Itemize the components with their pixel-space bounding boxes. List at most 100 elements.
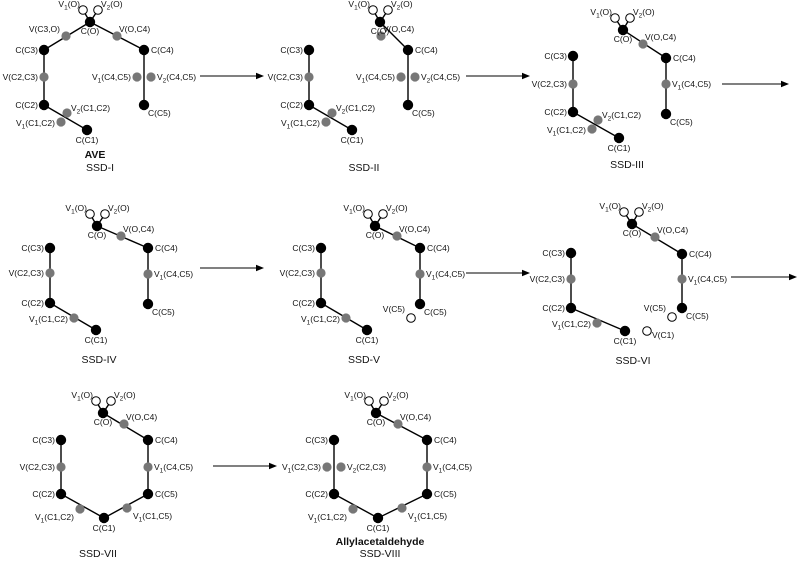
atom-label-c1: C(C1) <box>608 143 631 153</box>
lone-pair-point-v2o <box>379 396 389 406</box>
bond-valence-point-v1c1c2 <box>56 117 66 127</box>
bond-valence-point-vc2c3 <box>568 79 578 89</box>
atom-label-c3: C(C3) <box>21 243 44 253</box>
panel-title: SSD-V <box>348 354 380 366</box>
panel-ssd-7: V1(O)V2(O)V(O,C4)V(C2,C3)V1(C4,C5)V1(C1,… <box>20 390 194 560</box>
atom-point-c3 <box>328 434 340 446</box>
vpoint-label-vc5: V(C5) <box>644 303 666 313</box>
atom-label-o: C(O) <box>88 230 107 240</box>
bond-valence-point-voc4 <box>116 231 126 241</box>
bond-valence-point-v1c1c2 <box>587 124 597 134</box>
atom-label-c1: C(C1) <box>341 135 364 145</box>
vpoint-label-v1c4c5: V1(C4,C5) <box>356 72 395 85</box>
vpoint-label-v1o: V1(O) <box>58 0 80 12</box>
atom-label-c5: C(C5) <box>412 108 435 118</box>
atom-label-c1: C(C1) <box>76 135 99 145</box>
atom-point-c3 <box>315 242 327 254</box>
vpoint-label-v1c1c2: V1(C1,C2) <box>308 512 347 525</box>
atom-point-c4 <box>142 242 154 254</box>
arrow-7 <box>213 462 277 470</box>
vpoint-label-v1c1c2: V1(C1,C2) <box>547 125 586 138</box>
atom-label-c1: C(C1) <box>93 523 116 533</box>
atom-point-o <box>617 24 629 36</box>
atom-label-c2: C(C2) <box>21 298 44 308</box>
arrowhead <box>269 462 277 470</box>
panel-ssd-1: V1(O)V2(O)V(C3,O)V(O,C4)V(C2,C3)V1(C4,C5… <box>3 0 197 174</box>
arrow-6 <box>731 273 797 281</box>
vpoint-label-vc5: V(C5) <box>383 304 405 314</box>
vpoint-label-v1c4c5: V1(C4,C5) <box>92 72 131 85</box>
bond-valence-point-v2c4c5 <box>410 72 420 82</box>
atom-label-c5: C(C5) <box>152 307 175 317</box>
arrowhead <box>256 72 264 80</box>
atom-label-c4: C(C4) <box>673 53 696 63</box>
vpoint-label-v1o: V1(O) <box>590 7 612 20</box>
vpoint-label-v1c1c2: V1(C1,C2) <box>16 118 55 131</box>
panel-ssd-6: V1(O)V2(O)V(O,C4)V(C2,C3)V1(C4,C5)V1(C1,… <box>530 201 728 367</box>
vpoint-label-voc4: V(O,C4) <box>383 24 414 34</box>
vpoint-label-voc4: V(O,C4) <box>657 225 688 235</box>
atom-label-c3: C(C3) <box>292 243 315 253</box>
atom-label-c5: C(C5) <box>670 117 693 127</box>
atom-point-c4 <box>660 52 672 64</box>
bond-valence-point-voc4 <box>393 419 403 429</box>
panel-ssd-8: V1(O)V2(O)V(O,C4)V1(C2,C3)V2(C2,C3)V1(C4… <box>282 390 472 560</box>
arrowhead <box>256 264 264 272</box>
vpoint-label-voc4: V(O,C4) <box>126 412 157 422</box>
bond-valence-point-vc2c3 <box>56 462 66 472</box>
lone-pair-point-v1o <box>368 5 378 15</box>
vpoint-label-vc1: V(C1) <box>652 330 674 340</box>
atom-point-c2 <box>55 488 67 500</box>
atom-label-c3: C(C3) <box>305 435 328 445</box>
atom-point-c2 <box>567 106 579 118</box>
bond-valence-point-v1c1c2 <box>348 504 358 514</box>
atom-label-c4: C(C4) <box>689 249 712 259</box>
vpoint-label-v1c1c5: V1(C1,C5) <box>133 511 172 524</box>
atom-point-c2 <box>44 297 56 309</box>
vpoint-label-v2c1c2: V2(C1,C2) <box>336 103 375 116</box>
arrow-4 <box>200 264 264 272</box>
atom-point-c5 <box>402 99 414 111</box>
lone-pair-point-v1o <box>610 13 620 23</box>
bond-valence-point-v1c4c5 <box>422 462 432 472</box>
vpoint-label-vc2c3: V(C2,C3) <box>280 268 316 278</box>
bond-valence-point-voc4 <box>638 39 648 49</box>
atom-point-c4 <box>138 44 150 56</box>
atom-point-c4 <box>676 248 688 260</box>
vpoint-label-v2o: V2(O) <box>101 0 123 12</box>
vpoint-label-v1o: V1(O) <box>348 0 370 12</box>
atom-point-c2 <box>328 488 340 500</box>
lone-pair-point-v1o <box>91 396 101 406</box>
vpoint-label-v2o: V2(O) <box>386 203 408 216</box>
lone-pair-point-vc5 <box>667 312 677 322</box>
bond-valence-point-v1c1c2 <box>321 117 331 127</box>
arrowhead <box>522 72 530 80</box>
lone-pair-point-v2o <box>100 209 110 219</box>
bond-valence-point-vc2c3 <box>566 274 576 284</box>
atom-point-o <box>369 220 381 232</box>
atom-point-o <box>370 407 382 419</box>
atom-point-c5 <box>138 99 150 111</box>
lone-pair-point-vc5 <box>406 313 416 323</box>
atom-label-c4: C(C4) <box>151 45 174 55</box>
lone-pair-point-v2o <box>106 396 116 406</box>
atom-point-c4 <box>414 242 426 254</box>
vpoint-label-v1c4c5: V1(C4,C5) <box>154 462 193 475</box>
vpoint-label-vc2c3: V(C2,C3) <box>530 274 566 284</box>
vpoint-label-v2c2c3: V2(C2,C3) <box>347 462 386 475</box>
atom-point-c1 <box>613 132 625 144</box>
atom-label-c3: C(C3) <box>280 45 303 55</box>
vpoint-label-v1c4c5: V1(C4,C5) <box>154 269 193 282</box>
arrow-1 <box>200 72 264 80</box>
panel-title: SSD-III <box>610 159 644 171</box>
bond-valence-point-v2c2c3 <box>336 462 346 472</box>
atom-label-c5: C(C5) <box>686 311 709 321</box>
panel-title: SSD-IV <box>81 354 116 366</box>
vpoint-label-vc2c3: V(C2,C3) <box>532 79 568 89</box>
atom-point-c1 <box>619 325 631 337</box>
vpoint-label-v2c1c2: V2(C1,C2) <box>602 110 641 123</box>
vpoint-label-v2c1c2: V2(C1,C2) <box>71 103 110 116</box>
vpoint-label-v1c4c5: V1(C4,C5) <box>433 462 472 475</box>
atom-point-c3 <box>55 434 67 446</box>
